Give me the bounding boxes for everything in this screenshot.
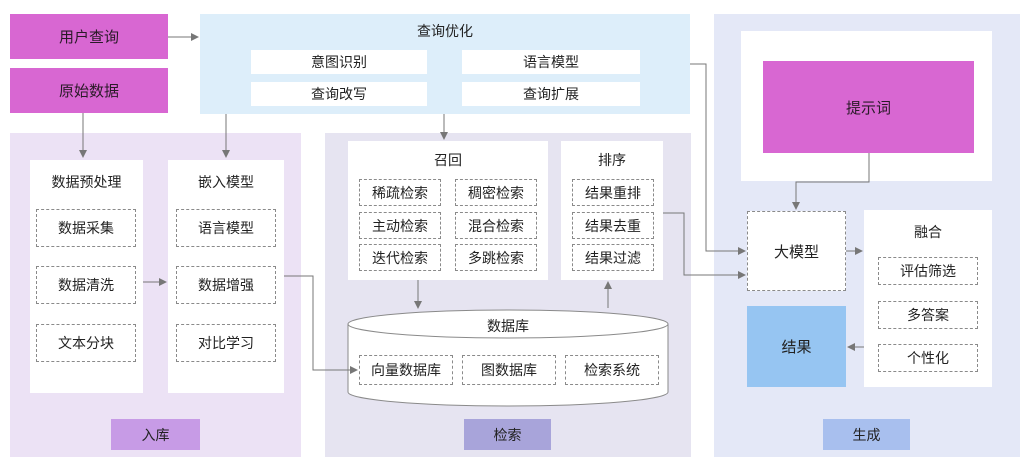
database-title: 数据库 <box>487 319 529 335</box>
vector-db-item: 向量数据库 <box>359 355 453 385</box>
text-chunking-item: 文本分块 <box>36 324 136 362</box>
ingest-tag: 入库 <box>111 419 200 450</box>
fusion-title: 融合 <box>914 225 942 241</box>
retrieve-tag: 检索 <box>464 419 551 450</box>
filter-item: 结果过滤 <box>572 244 654 271</box>
multi-answer-item: 多答案 <box>878 301 978 329</box>
retrieval-system-item: 检索系统 <box>565 355 659 385</box>
rank-title: 排序 <box>598 153 626 169</box>
multihop-retrieval-item: 多跳检索 <box>455 244 537 271</box>
generate-tag: 生成 <box>823 419 910 450</box>
llm-label: 大模型 <box>773 242 819 261</box>
embedding-title: 嵌入模型 <box>198 175 254 191</box>
data-collection-item: 数据采集 <box>36 209 136 247</box>
raw-data-node: 原始数据 <box>10 68 168 113</box>
iterative-retrieval-item: 迭代检索 <box>359 244 441 271</box>
evaluation-filter-item: 评估筛选 <box>878 257 978 285</box>
llm-node: 大模型 <box>747 211 846 291</box>
data-cleaning-item: 数据清洗 <box>36 266 136 304</box>
personalization-item: 个性化 <box>878 344 978 372</box>
data-augmentation-item: 数据增强 <box>176 266 276 304</box>
dedup-item: 结果去重 <box>572 212 654 239</box>
query-expansion-item: 查询扩展 <box>462 82 640 106</box>
prompt-node: 提示词 <box>763 61 974 153</box>
user-query-node: 用户查询 <box>10 14 168 59</box>
hybrid-retrieval-item: 混合检索 <box>455 212 537 239</box>
dense-retrieval-item: 稠密检索 <box>455 179 537 206</box>
preprocess-title: 数据预处理 <box>51 175 122 191</box>
query-optimization-title: 查询优化 <box>417 24 473 40</box>
contrastive-learning-item: 对比学习 <box>176 324 276 362</box>
sparse-retrieval-item: 稀疏检索 <box>359 179 441 206</box>
intent-recognition-item: 意图识别 <box>251 50 427 74</box>
recall-title: 召回 <box>434 153 462 169</box>
rerank-item: 结果重排 <box>572 179 654 206</box>
active-retrieval-item: 主动检索 <box>359 212 441 239</box>
query-rewrite-item: 查询改写 <box>251 82 427 106</box>
graph-db-item: 图数据库 <box>462 355 556 385</box>
language-model-item: 语言模型 <box>462 50 640 74</box>
embed-language-model-item: 语言模型 <box>176 209 276 247</box>
result-node: 结果 <box>747 306 846 387</box>
